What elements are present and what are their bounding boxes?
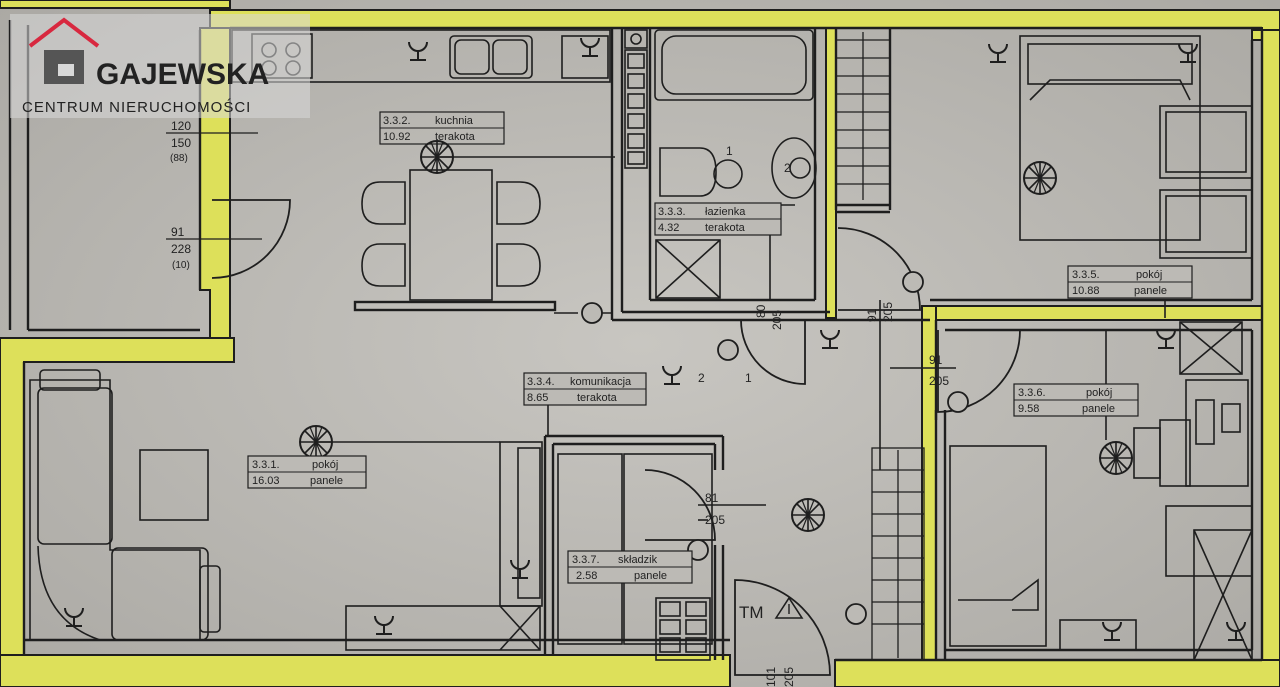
svg-text:3.3.5.: 3.3.5. bbox=[1072, 269, 1100, 281]
room-label-pokoj-335: 3.3.5. pokój 10.88 panele bbox=[1067, 265, 1193, 299]
svg-text:101: 101 bbox=[764, 667, 778, 687]
svg-text:pokój: pokój bbox=[312, 459, 338, 471]
svg-text:91: 91 bbox=[171, 225, 185, 239]
svg-text:2: 2 bbox=[784, 161, 791, 175]
svg-text:panele: panele bbox=[310, 475, 343, 487]
svg-text:2.58: 2.58 bbox=[576, 570, 597, 582]
svg-text:(10): (10) bbox=[172, 260, 190, 271]
svg-text:3.3.4.: 3.3.4. bbox=[527, 376, 555, 388]
svg-text:terakota: terakota bbox=[705, 222, 746, 234]
svg-text:panele: panele bbox=[634, 570, 667, 582]
window-dimension: 120 150 (88) bbox=[166, 119, 258, 164]
svg-text:81: 81 bbox=[705, 491, 719, 505]
room-label-skladzik: 3.3.7. składzik 2.58 panele bbox=[567, 550, 693, 584]
logo-name: GAJEWSKA bbox=[96, 58, 269, 91]
svg-text:8.65: 8.65 bbox=[527, 392, 548, 404]
svg-text:3.3.3.: 3.3.3. bbox=[658, 206, 686, 218]
door-dimension-left: 91 228 (10) bbox=[166, 225, 262, 271]
svg-text:1: 1 bbox=[745, 371, 752, 385]
svg-text:205: 205 bbox=[881, 302, 895, 322]
svg-text:228: 228 bbox=[171, 242, 191, 256]
svg-text:91: 91 bbox=[865, 308, 879, 322]
svg-text:3.3.6.: 3.3.6. bbox=[1018, 387, 1046, 399]
svg-text:pokój: pokój bbox=[1086, 387, 1112, 399]
dimension-labels: 120 150 (88) 91 228 (10) 80 205 91 205 9… bbox=[166, 119, 949, 687]
svg-text:16.03: 16.03 bbox=[252, 475, 280, 487]
furniture bbox=[29, 29, 1253, 661]
svg-text:łazienka: łazienka bbox=[705, 206, 746, 218]
svg-text:91: 91 bbox=[929, 353, 943, 367]
svg-text:205: 205 bbox=[770, 310, 784, 330]
logo-subtitle: CENTRUM NIERUCHOMOŚCI bbox=[22, 98, 251, 116]
door-dimension-room-335: 91 205 bbox=[865, 302, 895, 322]
fixture-numbers: 1 2 2 1 bbox=[698, 144, 791, 385]
svg-text:kuchnia: kuchnia bbox=[435, 115, 474, 127]
door-dimension-room-336: 91 205 bbox=[929, 353, 949, 388]
svg-text:2: 2 bbox=[698, 371, 705, 385]
svg-text:panele: panele bbox=[1134, 285, 1167, 297]
svg-text:205: 205 bbox=[929, 374, 949, 388]
svg-text:składzik: składzik bbox=[618, 554, 658, 566]
room-label-pokoj-331: 3.3.1. pokój 16.03 panele bbox=[247, 455, 367, 489]
room-label-kuchnia: 3.3.2. kuchnia 10.92 terakota bbox=[379, 111, 505, 145]
svg-text:205: 205 bbox=[782, 667, 796, 687]
svg-text:10.88: 10.88 bbox=[1072, 285, 1100, 297]
agency-logo: GAJEWSKA CENTRUM NIERUCHOMOŚCI bbox=[10, 14, 310, 118]
svg-text:80: 80 bbox=[754, 304, 768, 318]
svg-text:120: 120 bbox=[171, 119, 191, 133]
room-label-komunikacja: 3.3.4. komunikacja 8.65 terakota bbox=[523, 372, 647, 406]
svg-text:panele: panele bbox=[1082, 403, 1115, 415]
room-label-lazienka: 3.3.3. łazienka 4.32 terakota bbox=[654, 202, 782, 236]
svg-text:4.32: 4.32 bbox=[658, 222, 679, 234]
room-labels: 3.3.2. kuchnia 10.92 terakota 3.3.3. łaz… bbox=[247, 111, 1193, 584]
svg-text:10.92: 10.92 bbox=[383, 131, 411, 143]
meter-label: TM bbox=[739, 596, 804, 622]
svg-text:3.3.1.: 3.3.1. bbox=[252, 459, 280, 471]
house-icon bbox=[28, 17, 100, 48]
svg-text:205: 205 bbox=[705, 513, 725, 527]
svg-text:1: 1 bbox=[726, 144, 733, 158]
svg-text:terakota: terakota bbox=[577, 392, 618, 404]
svg-text:3.3.7.: 3.3.7. bbox=[572, 554, 600, 566]
door-dimension-storage: 81 205 bbox=[705, 491, 725, 527]
svg-text:3.3.2.: 3.3.2. bbox=[383, 115, 411, 127]
svg-text:(88): (88) bbox=[170, 153, 188, 164]
svg-text:komunikacja: komunikacja bbox=[570, 376, 632, 388]
door-swings bbox=[211, 199, 1021, 676]
svg-text:9.58: 9.58 bbox=[1018, 403, 1039, 415]
switches bbox=[581, 271, 969, 625]
svg-text:terakota: terakota bbox=[435, 131, 476, 143]
svg-text:150: 150 bbox=[171, 136, 191, 150]
door-dimension-entrance: 101 205 bbox=[764, 667, 796, 687]
svg-text:pokój: pokój bbox=[1136, 269, 1162, 281]
door-dimension-bathroom: 80 205 bbox=[754, 304, 784, 330]
room-label-pokoj-336: 3.3.6. pokój 9.58 panele bbox=[1013, 383, 1139, 417]
svg-text:TM: TM bbox=[739, 603, 764, 622]
